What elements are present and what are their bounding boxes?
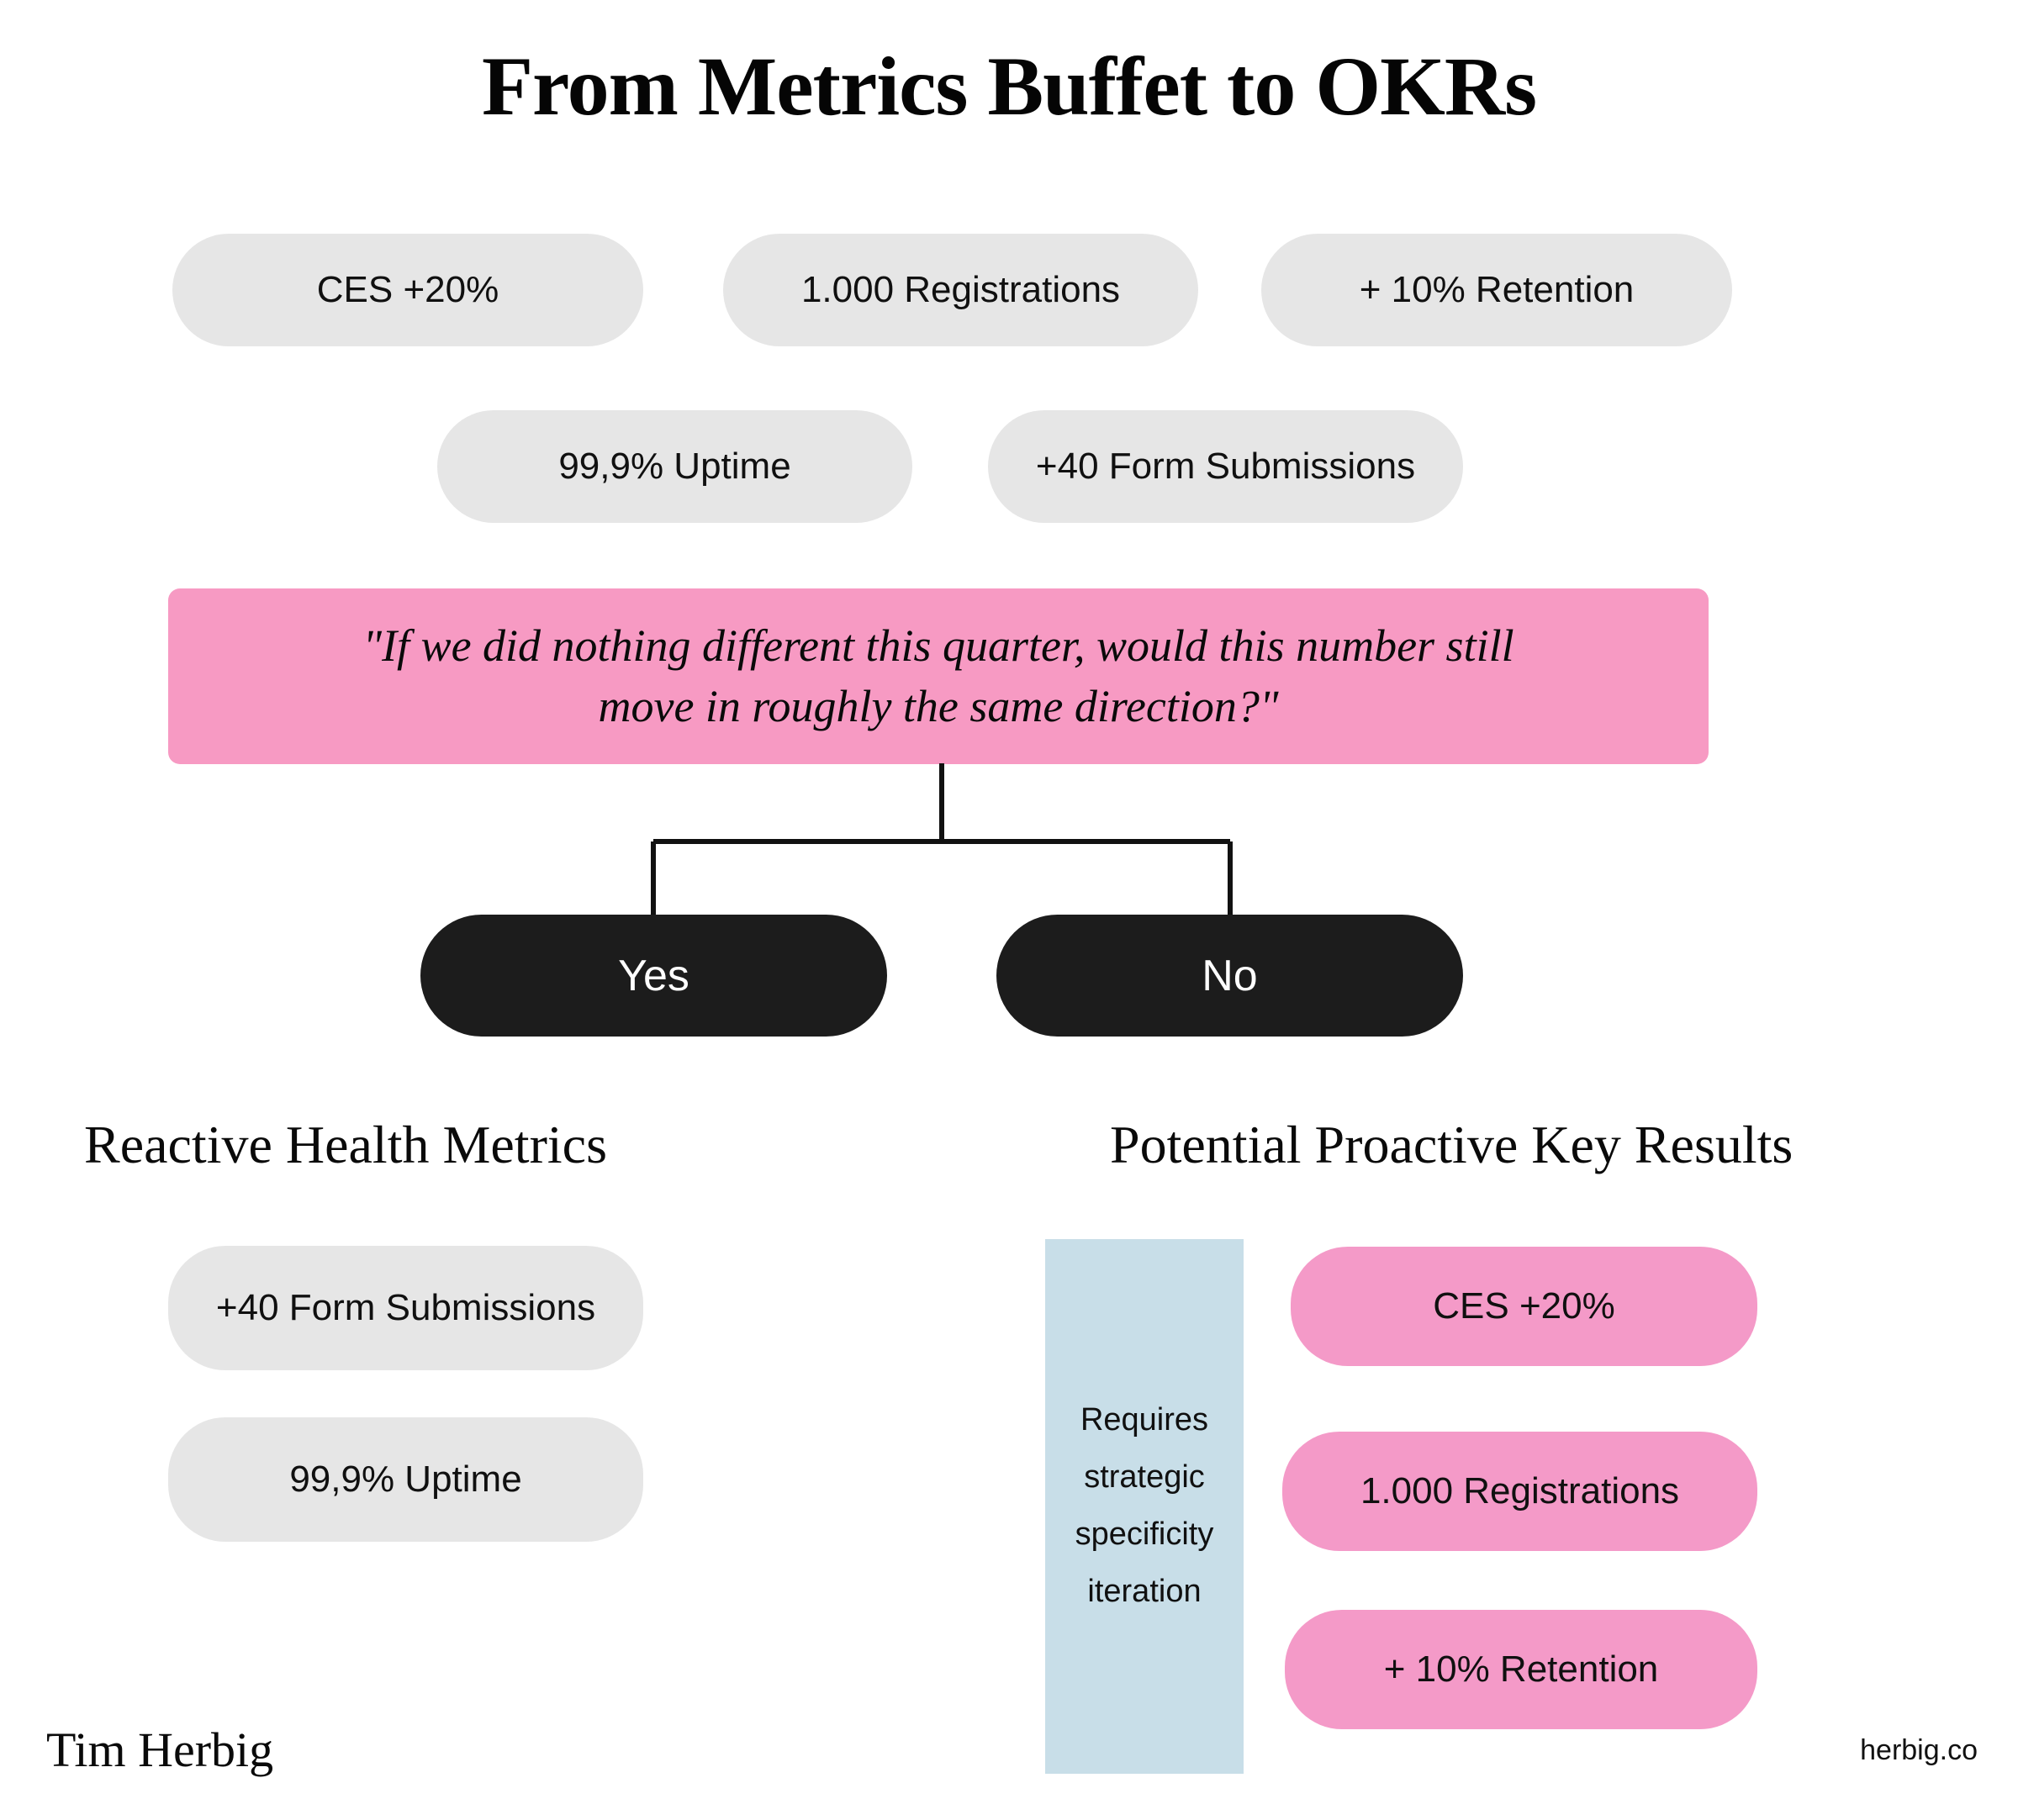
key-result-ces: CES +20%: [1291, 1247, 1757, 1366]
decision-no-button[interactable]: No: [996, 915, 1463, 1037]
right-column-heading: Potential Proactive Key Results: [1110, 1115, 1793, 1174]
requires-line-4: iteration: [1087, 1573, 1202, 1609]
site-credit: herbig.co: [1860, 1734, 1978, 1766]
requires-bar: Requires strategic specificity iteration: [1045, 1239, 1244, 1774]
guiding-question-box: "If we did nothing different this quarte…: [168, 588, 1709, 764]
metric-pill-uptime: 99,9% Uptime: [437, 410, 912, 523]
author-credit: Tim Herbig: [46, 1722, 274, 1777]
decision-yes-button[interactable]: Yes: [420, 915, 887, 1037]
metric-pill-form-submissions: +40 Form Submissions: [988, 410, 1463, 523]
requires-line-3: specificity: [1075, 1517, 1214, 1552]
guiding-question-text: "If we did nothing different this quarte…: [362, 620, 1514, 731]
reactive-metric-form-submissions: +40 Form Submissions: [168, 1246, 643, 1370]
decision-connector: [651, 763, 1233, 916]
key-result-retention: + 10% Retention: [1285, 1610, 1757, 1729]
requires-line-2: strategic: [1084, 1459, 1205, 1496]
page-title: From Metrics Buffet to OKRs: [481, 40, 1537, 133]
reactive-metric-uptime: 99,9% Uptime: [168, 1417, 643, 1542]
metric-pill-retention: + 10% Retention: [1261, 234, 1732, 346]
left-column-heading: Reactive Health Metrics: [84, 1115, 607, 1174]
metric-pill-registrations: 1.000 Registrations: [723, 234, 1198, 346]
metric-pill-ces: CES +20%: [172, 234, 643, 346]
requires-line-1: Requires: [1080, 1402, 1209, 1438]
key-result-registrations: 1.000 Registrations: [1282, 1432, 1757, 1551]
